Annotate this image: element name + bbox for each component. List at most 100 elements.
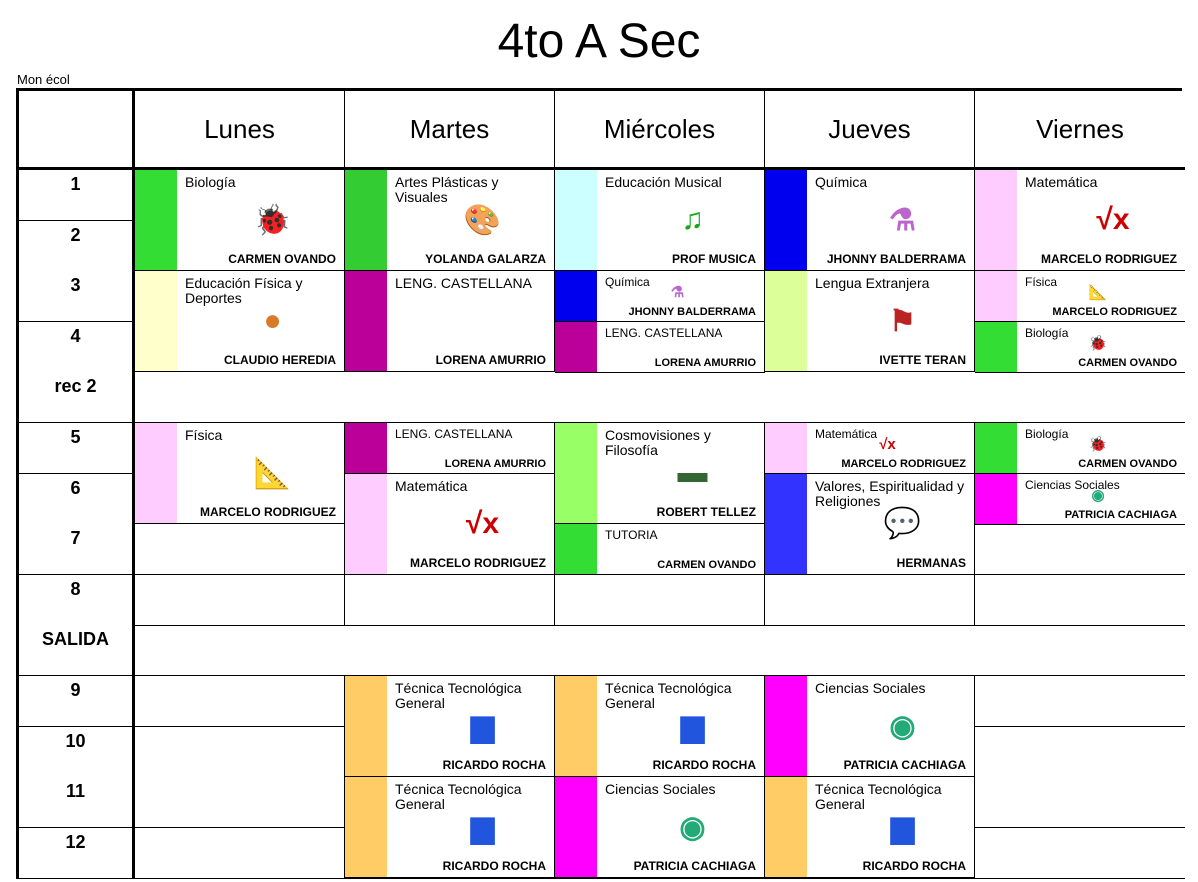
lesson-cell[interactable]: Física📐MARCELO RODRIGUEZ: [975, 271, 1185, 323]
day-label: Viernes: [1036, 113, 1124, 144]
empty-slot[interactable]: [975, 726, 1185, 778]
subject-color-bar: [555, 271, 597, 322]
teacher-name: PATRICIA CACHIAGA: [633, 859, 756, 874]
subject-name: Educación Física y Deportes: [185, 275, 303, 307]
teacher-name: CARMEN OVANDO: [657, 559, 756, 572]
subject-name: LENG. CASTELLANA: [605, 325, 723, 340]
lesson-cell[interactable]: Química⚗JHONNY BALDERRAMA: [555, 271, 765, 323]
period-label: 9: [19, 676, 135, 727]
subject-name: Matemática: [1025, 174, 1098, 190]
empty-slot[interactable]: [975, 574, 1185, 626]
period-label: 10: [19, 726, 135, 778]
beaker-icon: ⚗: [889, 203, 916, 237]
speech-bubble-icon: 💬: [883, 507, 922, 541]
empty-slot[interactable]: [135, 726, 345, 778]
globe-icon: ◉: [679, 810, 706, 844]
subject-color-bar: [135, 170, 177, 270]
teacher-name: LORENA AMURRIO: [444, 458, 546, 470]
lesson-cell[interactable]: Técnica Tecnológica General▆RICARDO ROCH…: [555, 676, 765, 777]
lesson-cell[interactable]: Cosmovisiones y Filosofía▬ ROBERT TELLEZ: [555, 423, 765, 524]
period-label: 7: [19, 524, 135, 576]
lesson-cell[interactable]: Lengua Extranjera⚑IVETTE TERAN: [765, 271, 975, 373]
lesson-cell[interactable]: Valores, Espiritualidad y Religiones💬HER…: [765, 473, 975, 575]
lesson-cell[interactable]: Química⚗JHONNY BALDERRAMA: [765, 170, 975, 271]
lesson-cell[interactable]: Biología🐞CARMEN OVANDO: [975, 423, 1185, 474]
teacher-name: MARCELO RODRIGUEZ: [1041, 252, 1177, 266]
subject-name: Ciencias Sociales: [1025, 477, 1120, 492]
lesson-cell[interactable]: LENG. CASTELLANA LORENA AMURRIO: [345, 423, 555, 474]
lesson-cell[interactable]: Ciencias Sociales◉PATRICIA CACHIAGA: [975, 473, 1185, 525]
lesson-cell[interactable]: Biología🐞CARMEN OVANDO: [135, 170, 345, 271]
lesson-cell[interactable]: Biología🐞CARMEN OVANDO: [975, 321, 1185, 373]
empty-slot[interactable]: [765, 574, 975, 626]
lesson-cell[interactable]: Educación Física y Deportes● CLAUDIO HERE…: [135, 271, 345, 373]
teacher-name: PROF MUSICA: [672, 252, 756, 266]
lesson-cell[interactable]: Artes Plásticas y Visuales🎨YOLANDA GALAR…: [345, 170, 555, 271]
subject-name: Técnica Tecnológica General: [395, 680, 522, 711]
subject-name: Química: [815, 174, 868, 190]
empty-slot[interactable]: [975, 827, 1185, 879]
empty-slot[interactable]: [135, 574, 345, 626]
subject-color-bar: [975, 473, 1017, 524]
lesson-cell[interactable]: Física📐MARCELO RODRIGUEZ: [135, 423, 345, 524]
subject-color-bar: [135, 271, 177, 372]
teacher-name: LORENA AMURRIO: [435, 353, 546, 368]
period-label: rec 2: [19, 372, 135, 424]
subject-name: Lengua Extranjera: [815, 275, 930, 292]
corner-cell: [19, 91, 135, 170]
empty-slot[interactable]: [135, 777, 345, 829]
empty-slot[interactable]: [975, 777, 1185, 829]
teacher-name: RICARDO ROCHA: [442, 859, 546, 874]
subject-name: TUTORIA: [605, 528, 658, 543]
subject-name: Ciencias Sociales: [815, 680, 926, 696]
empty-slot[interactable]: [975, 524, 1185, 576]
empty-slot[interactable]: [975, 676, 1185, 727]
lesson-cell[interactable]: Ciencias Sociales◉PATRICIA CACHIAGA: [555, 777, 765, 879]
subject-color-bar: [345, 473, 387, 574]
teacher-name: ROBERT TELLEZ: [656, 505, 756, 519]
subject-color-bar: [345, 423, 387, 473]
biology-icon: 🐞: [1088, 334, 1108, 352]
teacher-name: RICARDO ROCHA: [862, 859, 966, 874]
geometry-icon: 📐: [1088, 284, 1108, 302]
lamp-icon: ▬: [677, 456, 708, 489]
empty-slot[interactable]: [135, 827, 345, 879]
subject-color-bar: [345, 170, 387, 270]
teacher-name: CLAUDIO HEREDIA: [223, 353, 336, 368]
palette-icon: 🎨: [463, 203, 502, 237]
subject-name: Química: [605, 275, 650, 290]
chart-icon: ▆: [680, 709, 705, 743]
subject-color-bar: [765, 423, 807, 473]
lesson-cell[interactable]: Ciencias Sociales◉PATRICIA CACHIAGA: [765, 676, 975, 777]
teacher-name: MARCELO RODRIGUEZ: [410, 555, 546, 570]
lesson-cell[interactable]: Técnica Tecnológica General▆RICARDO ROCH…: [345, 777, 555, 879]
day-header: Jueves: [765, 91, 975, 170]
subject-name: Técnica Tecnológica General: [395, 781, 522, 813]
lesson-cell[interactable]: Técnica Tecnológica General▆RICARDO ROCH…: [345, 676, 555, 777]
teacher-name: PATRICIA CACHIAGA: [843, 758, 966, 772]
lesson-cell[interactable]: Técnica Tecnológica General▆RICARDO ROCH…: [765, 777, 975, 879]
subject-color-bar: [765, 473, 807, 574]
empty-slot[interactable]: [135, 676, 345, 727]
subject-name: Cosmovisiones y Filosofía: [605, 427, 711, 458]
day-header: Miércoles: [555, 91, 765, 170]
page-title: 4to A Sec: [497, 15, 701, 68]
period-label: 12: [19, 827, 135, 879]
empty-slot[interactable]: [135, 524, 345, 576]
empty-slot[interactable]: [555, 574, 765, 626]
sqrt-icon: √x: [1096, 203, 1130, 236]
sqrt-icon: √x: [879, 435, 896, 453]
lesson-cell[interactable]: Educación Musical♫PROF MUSICA: [555, 170, 765, 271]
day-label: Miércoles: [603, 113, 716, 144]
empty-slot[interactable]: [345, 574, 555, 626]
lesson-cell[interactable]: TUTORIA CARMEN OVANDO: [555, 524, 765, 576]
subject-color-bar: [975, 271, 1017, 322]
subject-name: LENG. CASTELLANA: [395, 427, 513, 441]
ball-icon: ●: [263, 304, 282, 338]
